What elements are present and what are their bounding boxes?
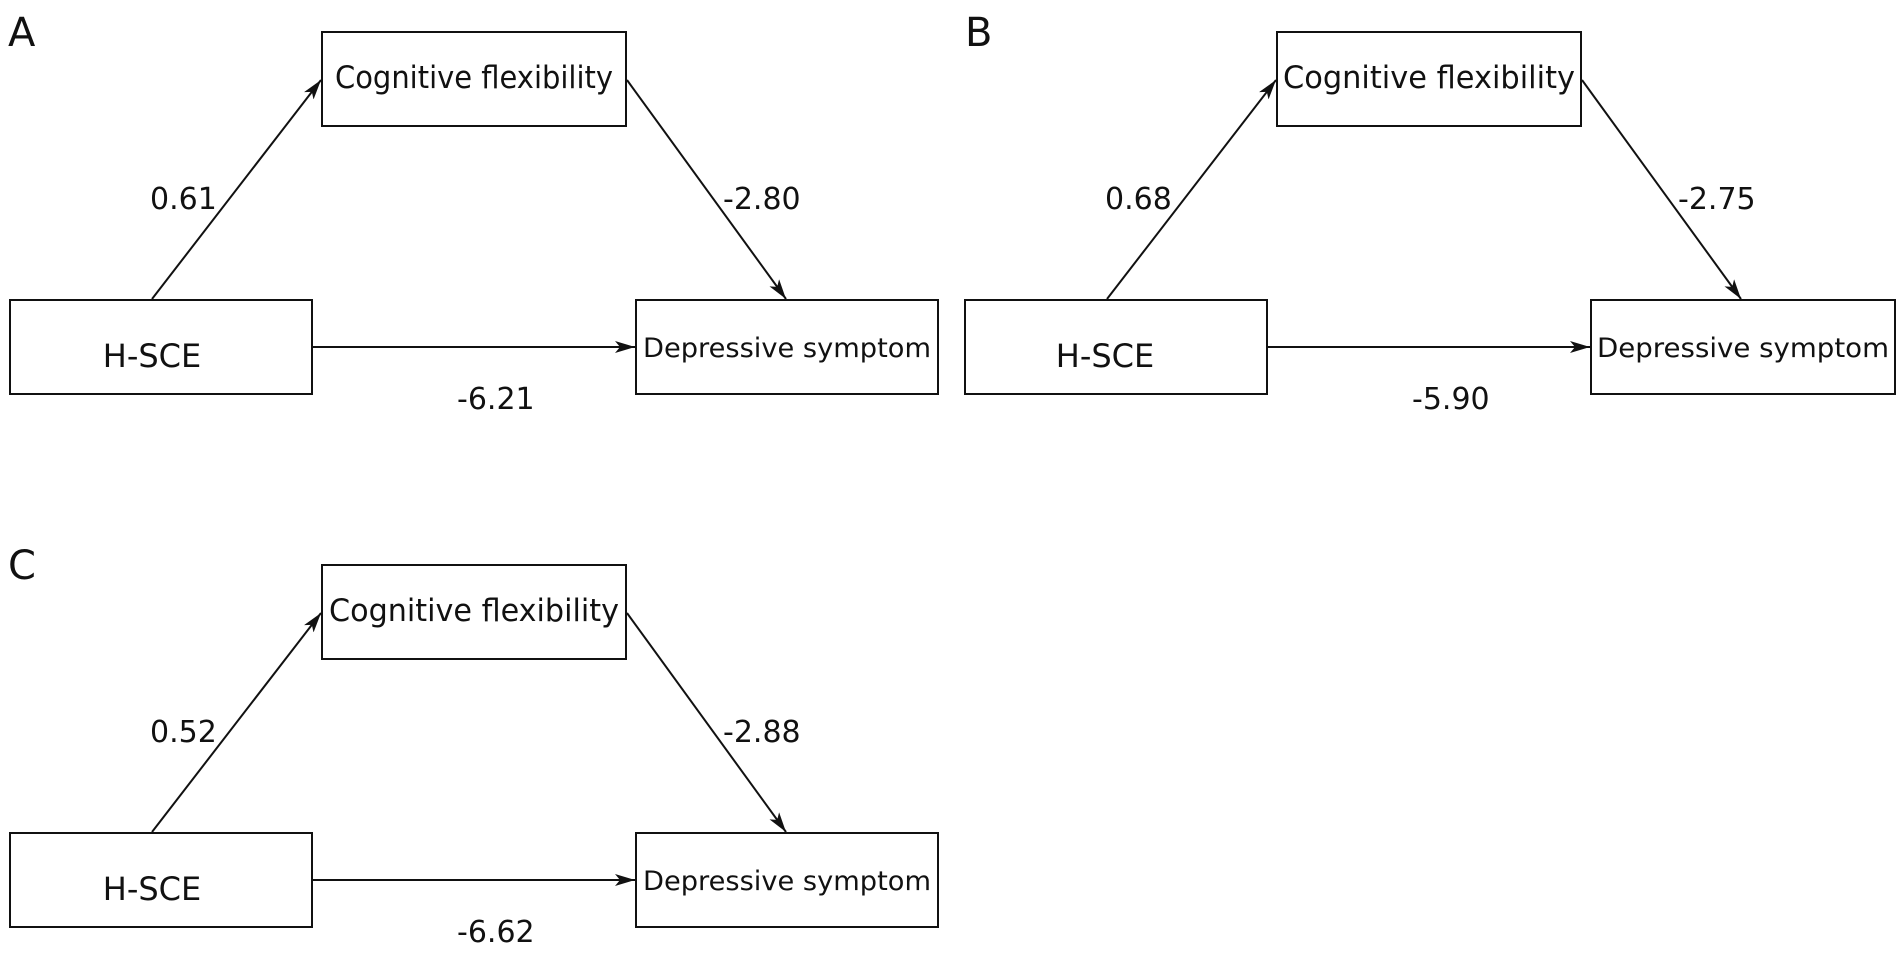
- path-c-coefficient: -5.90: [1412, 382, 1490, 417]
- predictor-box: [964, 299, 1268, 395]
- path-a-arrow: [151, 79, 322, 300]
- mediator-box: [321, 31, 627, 127]
- predictor-label: H-SCE: [103, 870, 201, 908]
- outcome-box: [635, 832, 939, 928]
- path-b-coefficient: -2.80: [723, 182, 801, 217]
- mediator-label: Cognitive flexibility: [1283, 60, 1575, 96]
- path-a-coefficient: 0.68: [1105, 182, 1172, 217]
- predictor-label: H-SCE: [1056, 337, 1154, 375]
- panel-label: B: [965, 10, 992, 56]
- path-a-arrow: [1106, 79, 1277, 300]
- path-a-coefficient: 0.52: [150, 715, 217, 750]
- panel-c: C Cognitive flexibility H-SCE Depressive…: [8, 543, 939, 950]
- path-c-coefficient: -6.21: [457, 382, 535, 417]
- path-a-coefficient: 0.61: [150, 182, 217, 217]
- mediator-label: Cognitive flexibility: [335, 60, 613, 96]
- predictor-box: [9, 299, 313, 395]
- path-b-arrow: [626, 79, 787, 300]
- panel-label: A: [8, 10, 36, 56]
- outcome-label: Depressive symptom: [643, 866, 931, 897]
- mediator-box: [1276, 31, 1582, 127]
- panel-label: C: [8, 543, 36, 589]
- panel-b: B Cognitive flexibility H-SCE Depressive…: [964, 10, 1896, 417]
- path-a-arrow: [151, 612, 322, 833]
- predictor-box: [9, 832, 313, 928]
- outcome-label: Depressive symptom: [1597, 333, 1889, 364]
- path-b-coefficient: -2.88: [723, 715, 801, 750]
- mediator-label: Cognitive flexibility: [329, 593, 619, 629]
- path-b-arrow: [1581, 79, 1742, 300]
- outcome-box: [635, 299, 939, 395]
- outcome-label: Depressive symptom: [643, 333, 931, 364]
- outcome-box: [1590, 299, 1896, 395]
- path-b-coefficient: -2.75: [1678, 182, 1756, 217]
- predictor-label: H-SCE: [103, 337, 201, 375]
- mediator-box: [321, 564, 627, 660]
- path-c-coefficient: -6.62: [457, 915, 535, 950]
- panel-a: A Cognitive flexibility H-SCE Depressive…: [8, 10, 939, 417]
- path-b-arrow: [626, 612, 787, 833]
